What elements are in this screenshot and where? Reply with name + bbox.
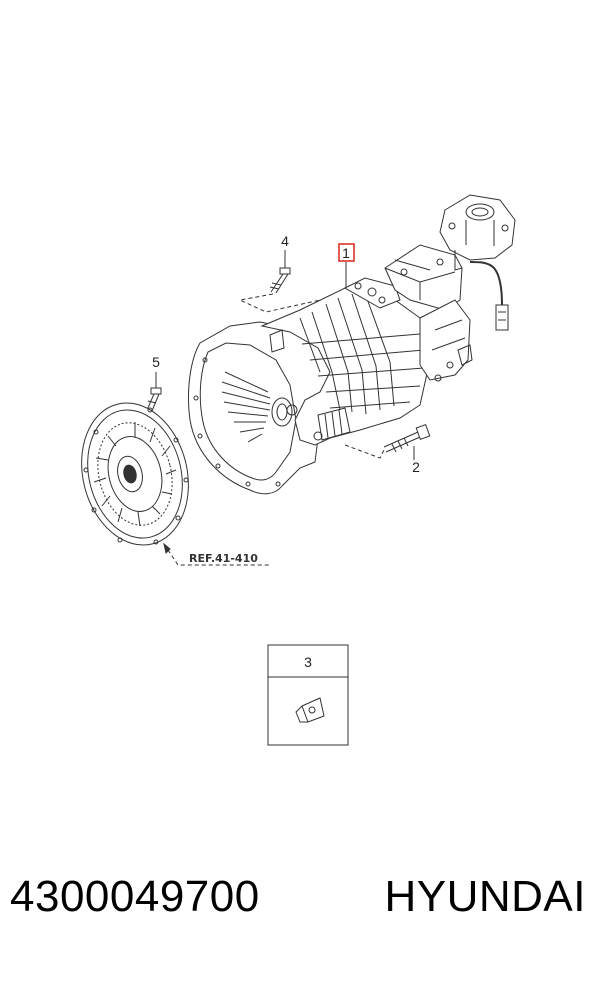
bolt-2 (344, 424, 431, 460)
part-number: 4300049700 (10, 872, 260, 921)
callout-4[interactable]: 4 (281, 233, 289, 249)
clip-icon (295, 697, 325, 723)
reference-label[interactable]: REF.41-410 (189, 552, 258, 565)
callout-2[interactable]: 2 (412, 459, 420, 475)
footer: 4300049700 HYUNDAI (0, 872, 600, 952)
callout-5[interactable]: 5 (152, 354, 160, 370)
exploded-view-drawing: 1 2 3 4 5 REF.41-410 (81, 194, 516, 746)
callout-1-highlight (338, 243, 355, 262)
callout-3[interactable]: 3 (304, 654, 312, 670)
bolt-4 (238, 250, 321, 313)
brand-name: HYUNDAI (384, 872, 586, 921)
bolt-5 (146, 372, 162, 412)
transmission-assembly (187, 194, 516, 495)
item-3-box (267, 644, 349, 746)
callout-1[interactable]: 1 (342, 245, 350, 261)
clutch-assembly (81, 402, 270, 566)
